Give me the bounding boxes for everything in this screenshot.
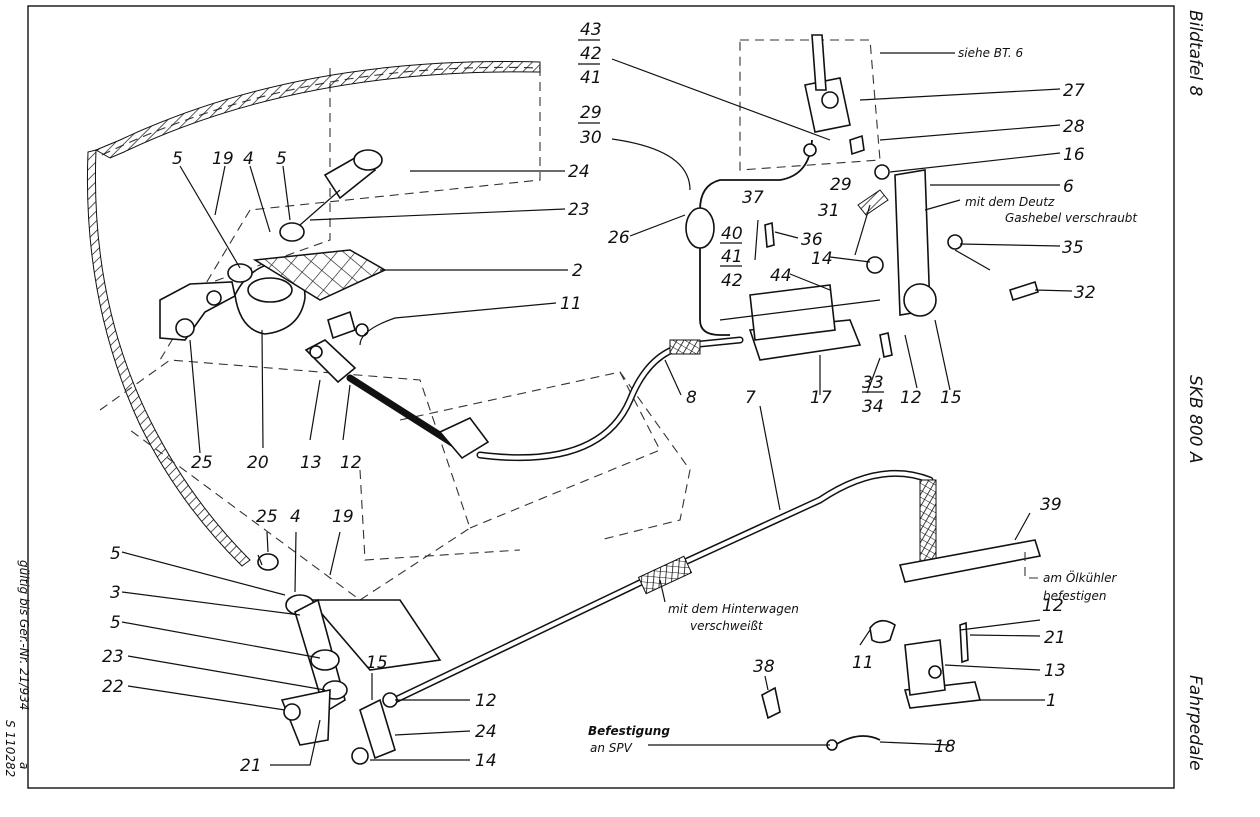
label-42b: 42: [721, 271, 743, 291]
note-rear-line1: mit dem Hinterwagen: [668, 602, 799, 616]
label-17: 17: [810, 388, 832, 408]
lower-right-bracket: [761, 539, 1042, 751]
note-mount-line1: Befestigung: [588, 724, 670, 738]
label-25b: 25: [256, 507, 278, 527]
label-2: 2: [572, 261, 583, 281]
label-21b: 21: [1044, 628, 1066, 648]
label-11b: 11: [852, 653, 874, 673]
label-11a: 11: [560, 294, 582, 314]
label-28: 28: [1063, 117, 1085, 137]
label-21a: 21: [240, 756, 262, 776]
position-numbers: 43 42 41 29 30 37 40 41 42 33 34 27 28 2…: [102, 20, 1096, 776]
label-15: 15: [940, 388, 962, 408]
label-15b: 15: [366, 653, 388, 673]
label-23a: 23: [568, 200, 590, 220]
label-34: 34: [862, 397, 884, 417]
throttle-cable-7: [391, 469, 937, 704]
label-37: 37: [742, 188, 764, 208]
label-32: 32: [1074, 283, 1096, 303]
governor-linkage: [685, 34, 1039, 361]
note-cooler-line1: am Ölkühler: [1043, 569, 1118, 585]
label-19a: 19: [212, 149, 234, 169]
document-number: S 110282: [3, 720, 17, 777]
label-5a: 5: [172, 149, 183, 169]
label-4b: 4: [290, 507, 301, 527]
note-deutz-line2: Gashebel verschraubt: [1005, 211, 1138, 225]
model-title: SKB 800 A: [1185, 375, 1205, 464]
label-12d: 12: [1042, 596, 1064, 616]
left-margin-text: gültig bis Ger.-Nr. 21/934 a S 110282: [3, 560, 31, 777]
label-13a: 13: [300, 453, 322, 473]
section-title: Fahrpedale: [1185, 675, 1205, 771]
label-38: 38: [753, 657, 775, 677]
label-33: 33: [862, 373, 884, 393]
validity-note: gültig bis Ger.-Nr. 21/934: [17, 560, 31, 710]
label-44: 44: [770, 266, 792, 286]
note-mount-line2: an SPV: [590, 741, 633, 755]
label-12: 12: [900, 388, 922, 408]
label-18: 18: [934, 737, 956, 757]
label-39: 39: [1040, 495, 1062, 515]
label-5d: 5: [110, 613, 121, 633]
annotation-notes: siehe BT. 6 mit dem Deutz Gashebel versc…: [588, 46, 1138, 755]
label-41b: 41: [721, 247, 743, 267]
leader-lines: [121, 52, 1073, 766]
upper-pedal-assembly: [159, 149, 387, 384]
label-6: 6: [1063, 177, 1074, 197]
label-23b: 23: [102, 647, 124, 667]
note-deutz-line1: mit dem Deutz: [965, 195, 1055, 209]
label-22: 22: [102, 677, 124, 697]
label-41: 41: [580, 68, 602, 88]
note-cooler-line2: befestigen: [1043, 589, 1107, 603]
label-4a: 4: [243, 149, 254, 169]
label-36: 36: [801, 230, 823, 250]
label-5b: 5: [276, 149, 287, 169]
fraction-bars: [578, 39, 884, 393]
lower-pedal-assembly: [257, 553, 442, 765]
plate-frame: [27, 5, 1175, 789]
label-14: 14: [811, 249, 833, 269]
throttle-cable-8: [346, 336, 744, 462]
label-1: 1: [1046, 691, 1057, 711]
label-5c: 5: [110, 544, 121, 564]
label-40: 40: [721, 224, 743, 244]
label-31: 31: [818, 201, 840, 221]
label-7: 7: [745, 388, 756, 408]
label-14b: 14: [475, 751, 497, 771]
label-24b: 24: [475, 722, 497, 742]
plate-number-title: Bildtafel 8: [1185, 10, 1205, 97]
label-24a: 24: [568, 162, 590, 182]
label-13b: 13: [1044, 661, 1066, 681]
label-20: 20: [247, 453, 269, 473]
revision-mark: a: [17, 762, 31, 769]
label-16: 16: [1063, 145, 1085, 165]
label-26: 26: [608, 228, 630, 248]
note-see-plate-6: siehe BT. 6: [958, 46, 1024, 60]
label-12b: 12: [340, 453, 362, 473]
note-rear-line2: verschweißt: [690, 619, 764, 633]
label-25a: 25: [191, 453, 213, 473]
cab-floor-outline: [86, 61, 691, 601]
label-30: 30: [580, 128, 602, 148]
label-29b: 29: [830, 175, 852, 195]
label-8: 8: [686, 388, 697, 408]
label-35: 35: [1062, 238, 1084, 258]
label-27: 27: [1063, 81, 1085, 101]
label-29: 29: [580, 103, 602, 123]
side-titles: Bildtafel 8 SKB 800 A Fahrpedale: [1185, 10, 1205, 771]
label-19b: 19: [332, 507, 354, 527]
label-42: 42: [580, 44, 602, 64]
label-12c: 12: [475, 691, 497, 711]
label-43: 43: [580, 20, 602, 40]
label-3: 3: [110, 583, 121, 603]
